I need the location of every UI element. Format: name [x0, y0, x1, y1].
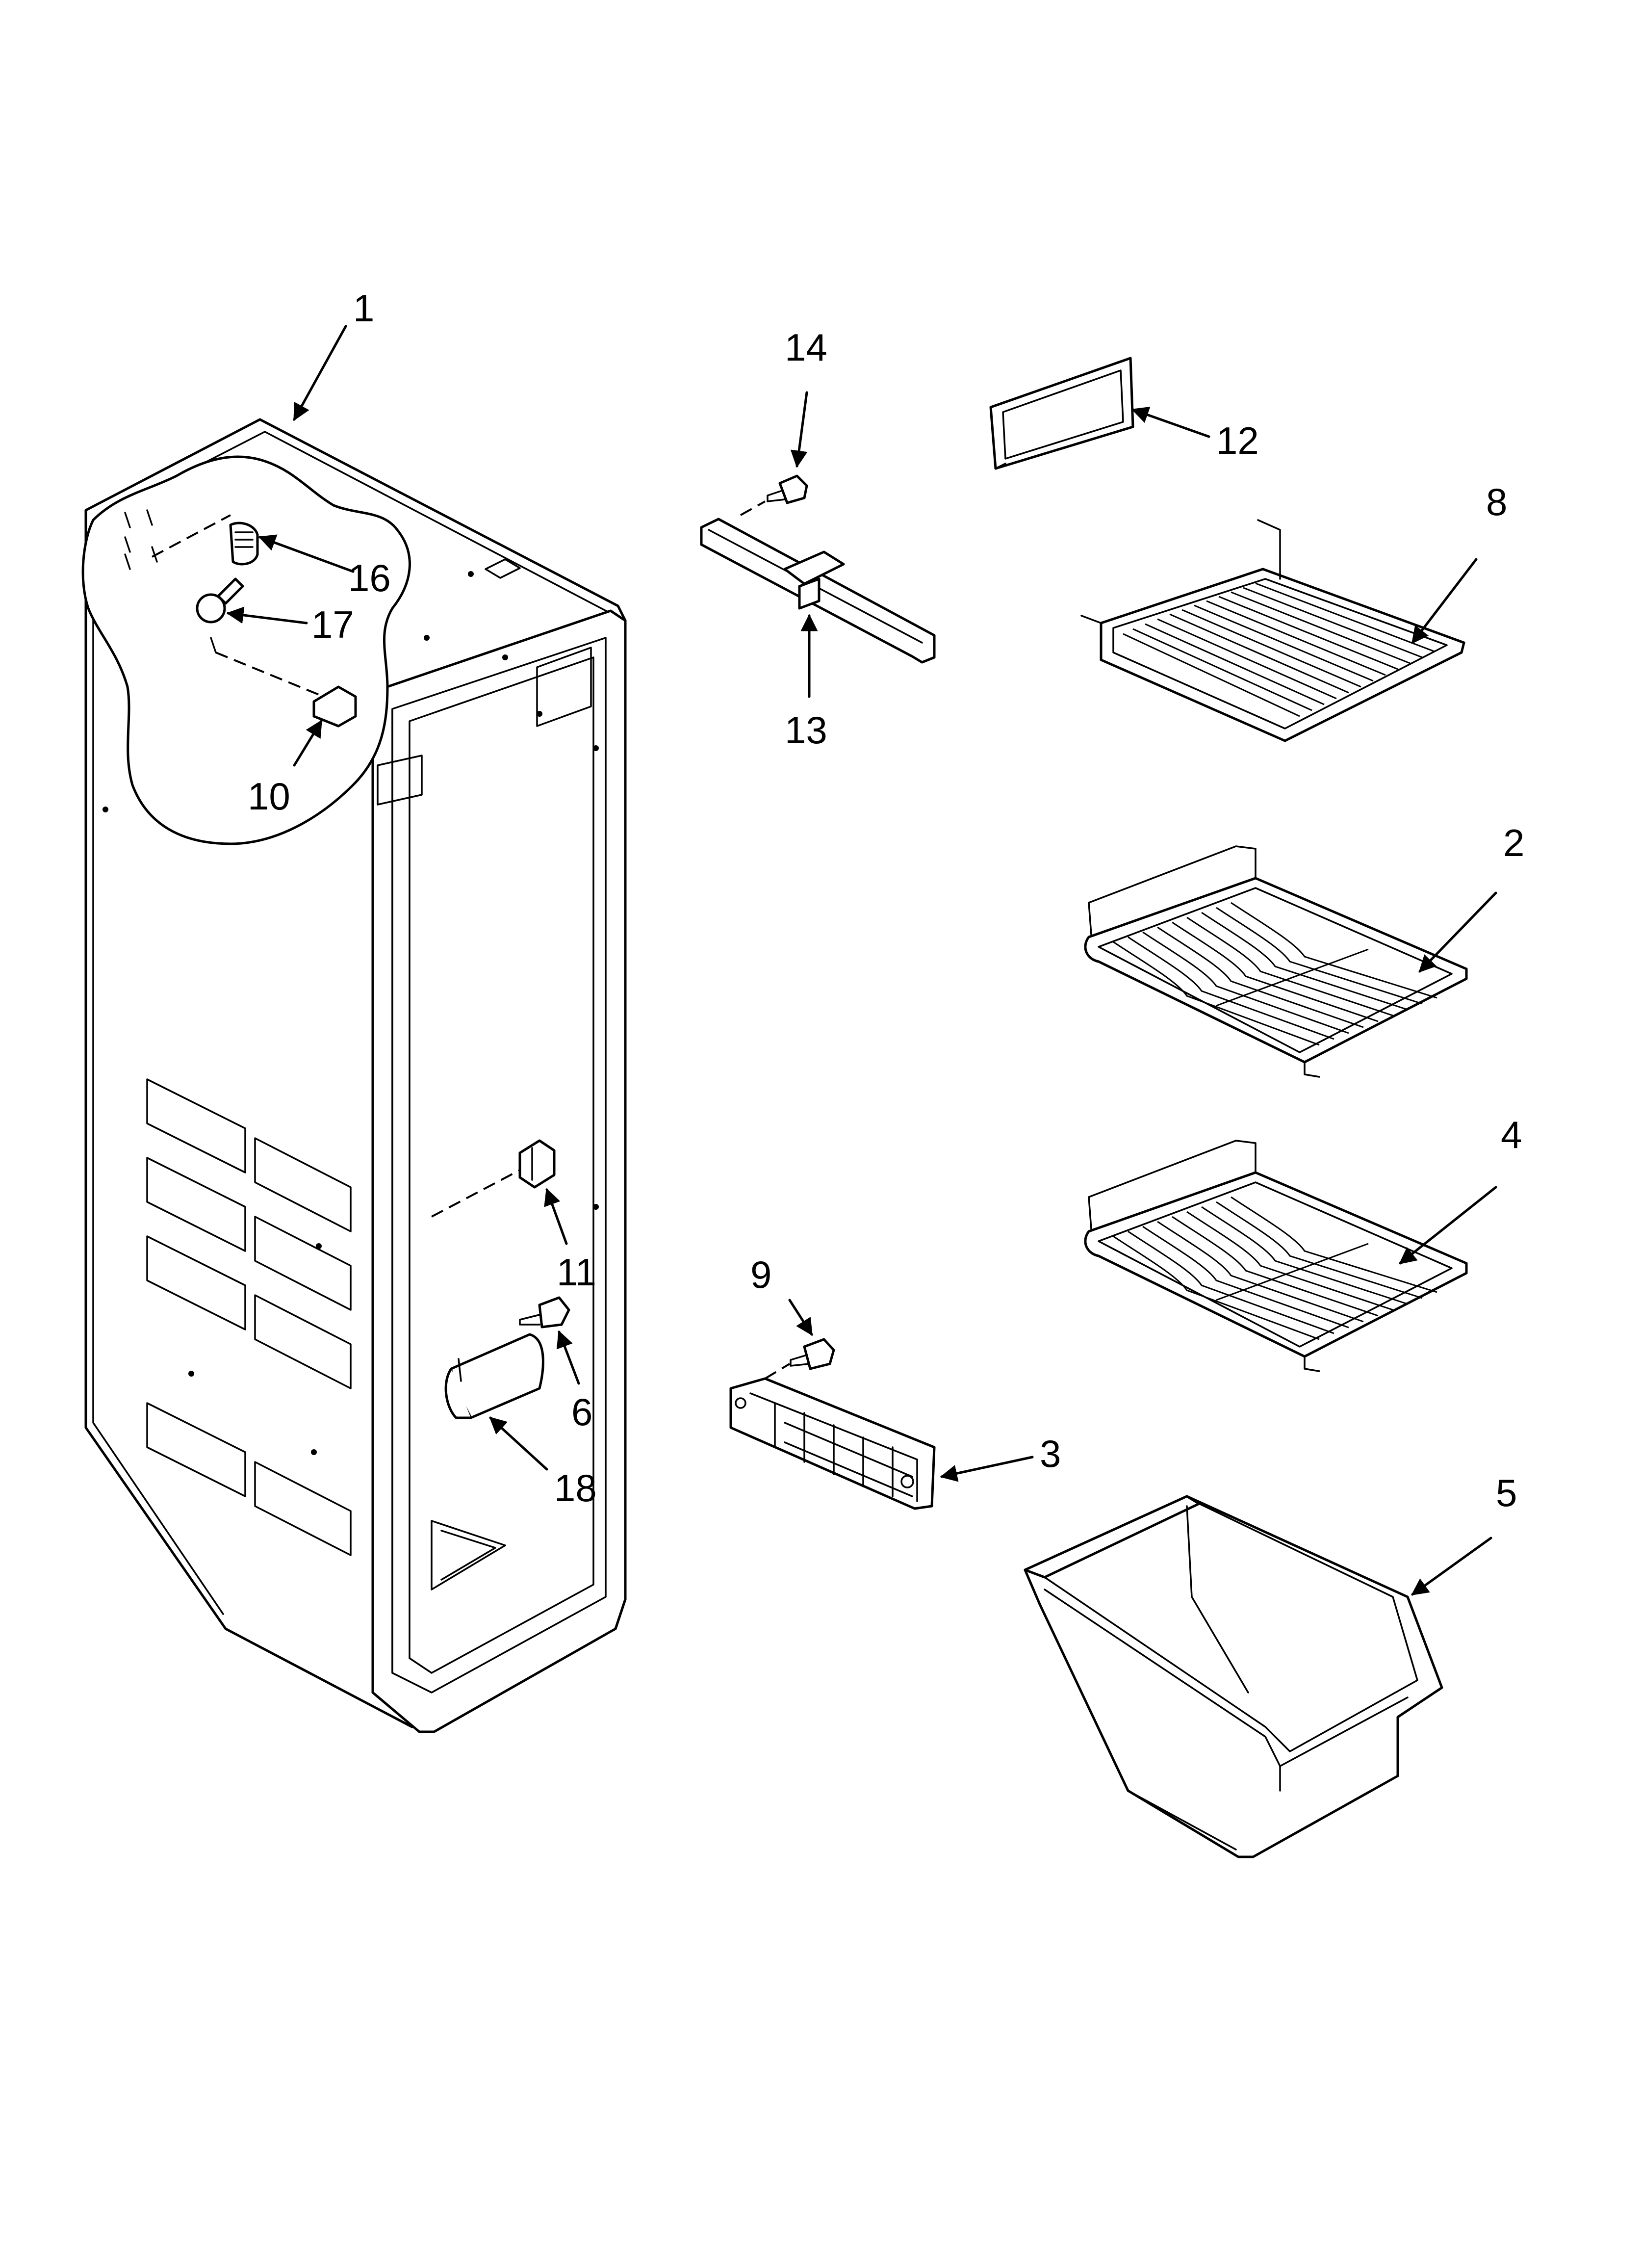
callout-8: 8 [1486, 480, 1507, 523]
screw-6 [519, 1296, 570, 1329]
callout-17: 17 [311, 603, 354, 646]
callout-13: 13 [785, 708, 827, 752]
light-socket [229, 521, 259, 566]
callout-labels: 1 16 17 10 11 6 18 14 13 12 8 2 4 9 3 5 [248, 287, 1524, 1514]
leader-lines [226, 325, 1497, 1596]
wire-shelf-8 [1080, 519, 1465, 742]
callout-11: 11 [557, 1251, 596, 1294]
callout-6: 6 [571, 1390, 592, 1434]
callout-2: 2 [1503, 821, 1524, 864]
mounting-rail [700, 518, 936, 664]
light-shield [444, 1333, 544, 1419]
callout-18: 18 [554, 1466, 597, 1510]
shelf-trim [989, 357, 1134, 470]
callout-10: 10 [248, 775, 290, 818]
screw-14 [767, 474, 808, 504]
wire-shelf-2 [1084, 845, 1468, 1078]
control-housing [729, 1377, 936, 1510]
vent-grilles [146, 1078, 352, 1556]
wire-clip [518, 1139, 556, 1189]
storage-bin [1024, 1495, 1443, 1858]
wire-shelf-4 [1084, 1140, 1468, 1372]
light-bulb [196, 577, 244, 624]
callout-9: 9 [750, 1253, 771, 1296]
callout-14: 14 [785, 326, 827, 369]
callout-1: 1 [353, 287, 374, 330]
freezer-liner [81, 418, 627, 1733]
callout-4: 4 [1501, 1113, 1522, 1156]
screw-9 [790, 1338, 835, 1370]
socket-bracket [312, 685, 357, 728]
callout-3: 3 [1040, 1432, 1061, 1475]
callout-5: 5 [1496, 1471, 1517, 1514]
callout-12: 12 [1216, 419, 1259, 462]
callout-16: 16 [348, 556, 391, 600]
